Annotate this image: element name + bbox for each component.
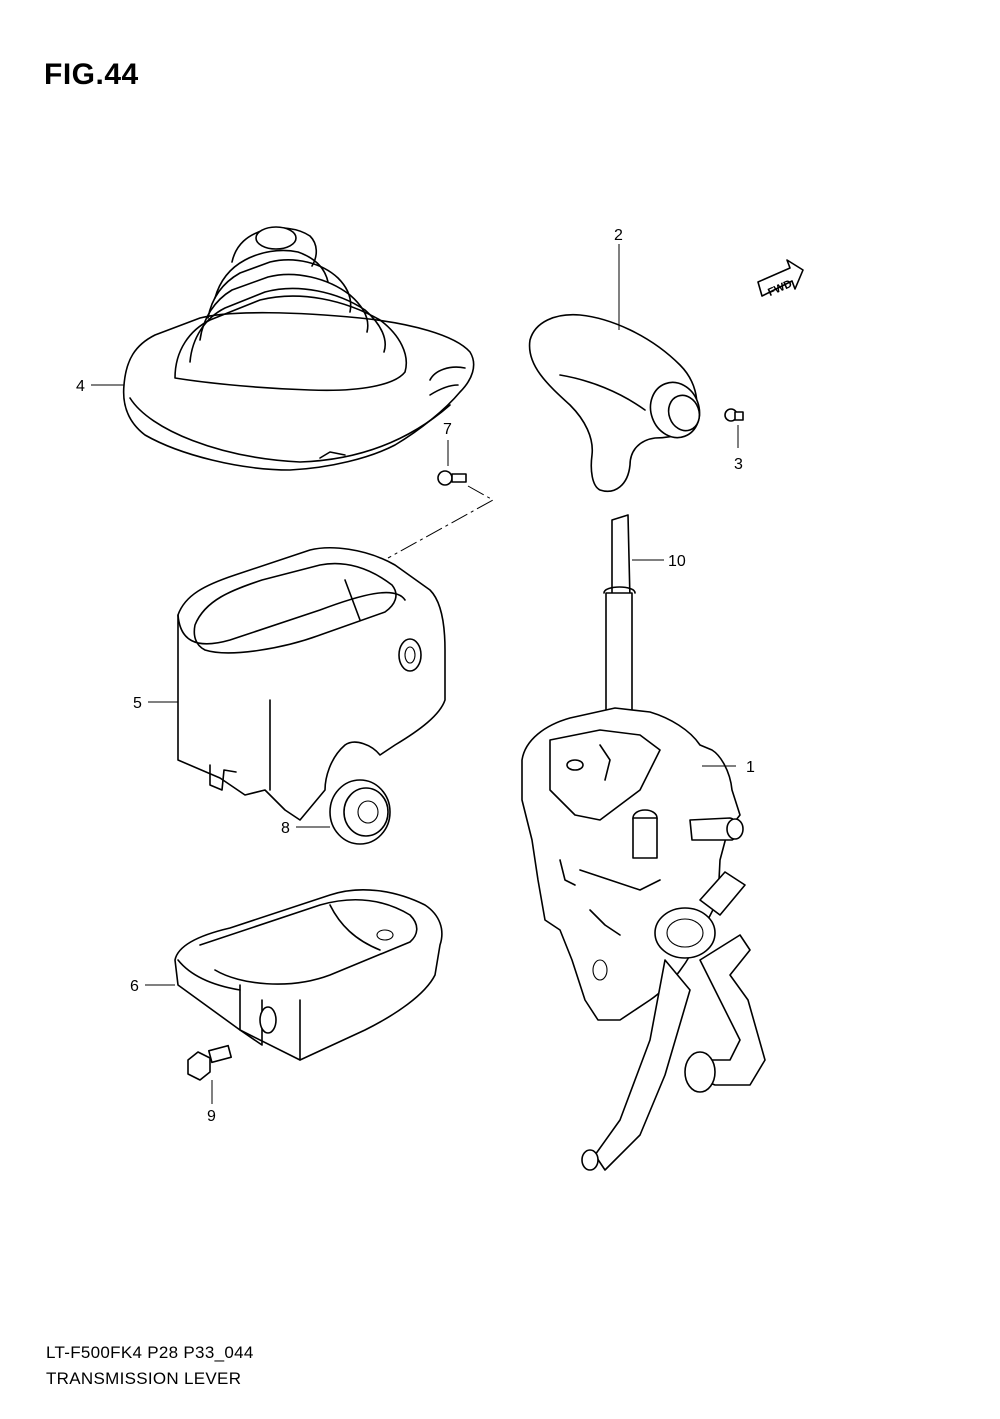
part-1-lever-assembly — [521, 707, 766, 1171]
part-6-tray — [174, 889, 443, 1061]
callout-10: 10 — [668, 553, 686, 570]
part-2-shift-knob — [528, 313, 701, 492]
callout-2: 2 — [614, 227, 623, 244]
figure-caption: TRANSMISSION LEVER — [46, 1369, 242, 1388]
callout-7: 7 — [443, 421, 452, 438]
part-5-housing — [177, 547, 446, 821]
callout-labels: 1 2 3 4 5 6 7 8 9 10 — [76, 227, 755, 1125]
part-9-bolt — [187, 1044, 233, 1081]
model-code: LT-F500FK4 P28 P33_044 — [46, 1343, 254, 1362]
part-3-screw — [724, 408, 744, 422]
part-4-shift-boot — [122, 226, 475, 471]
callout-3: 3 — [734, 456, 743, 473]
assembly-line — [387, 485, 495, 559]
part-7-bolt — [437, 470, 467, 486]
callout-8: 8 — [281, 820, 290, 837]
part-8-grommet — [329, 779, 391, 845]
callout-6: 6 — [130, 978, 139, 995]
fwd-arrow-icon: FWD — [757, 259, 804, 299]
leader-lines — [91, 244, 739, 1104]
callout-4: 4 — [76, 378, 85, 395]
callout-1: 1 — [746, 759, 755, 776]
callout-9: 9 — [207, 1108, 216, 1125]
callout-5: 5 — [133, 695, 142, 712]
figure-title: FIG.44 — [44, 58, 139, 91]
